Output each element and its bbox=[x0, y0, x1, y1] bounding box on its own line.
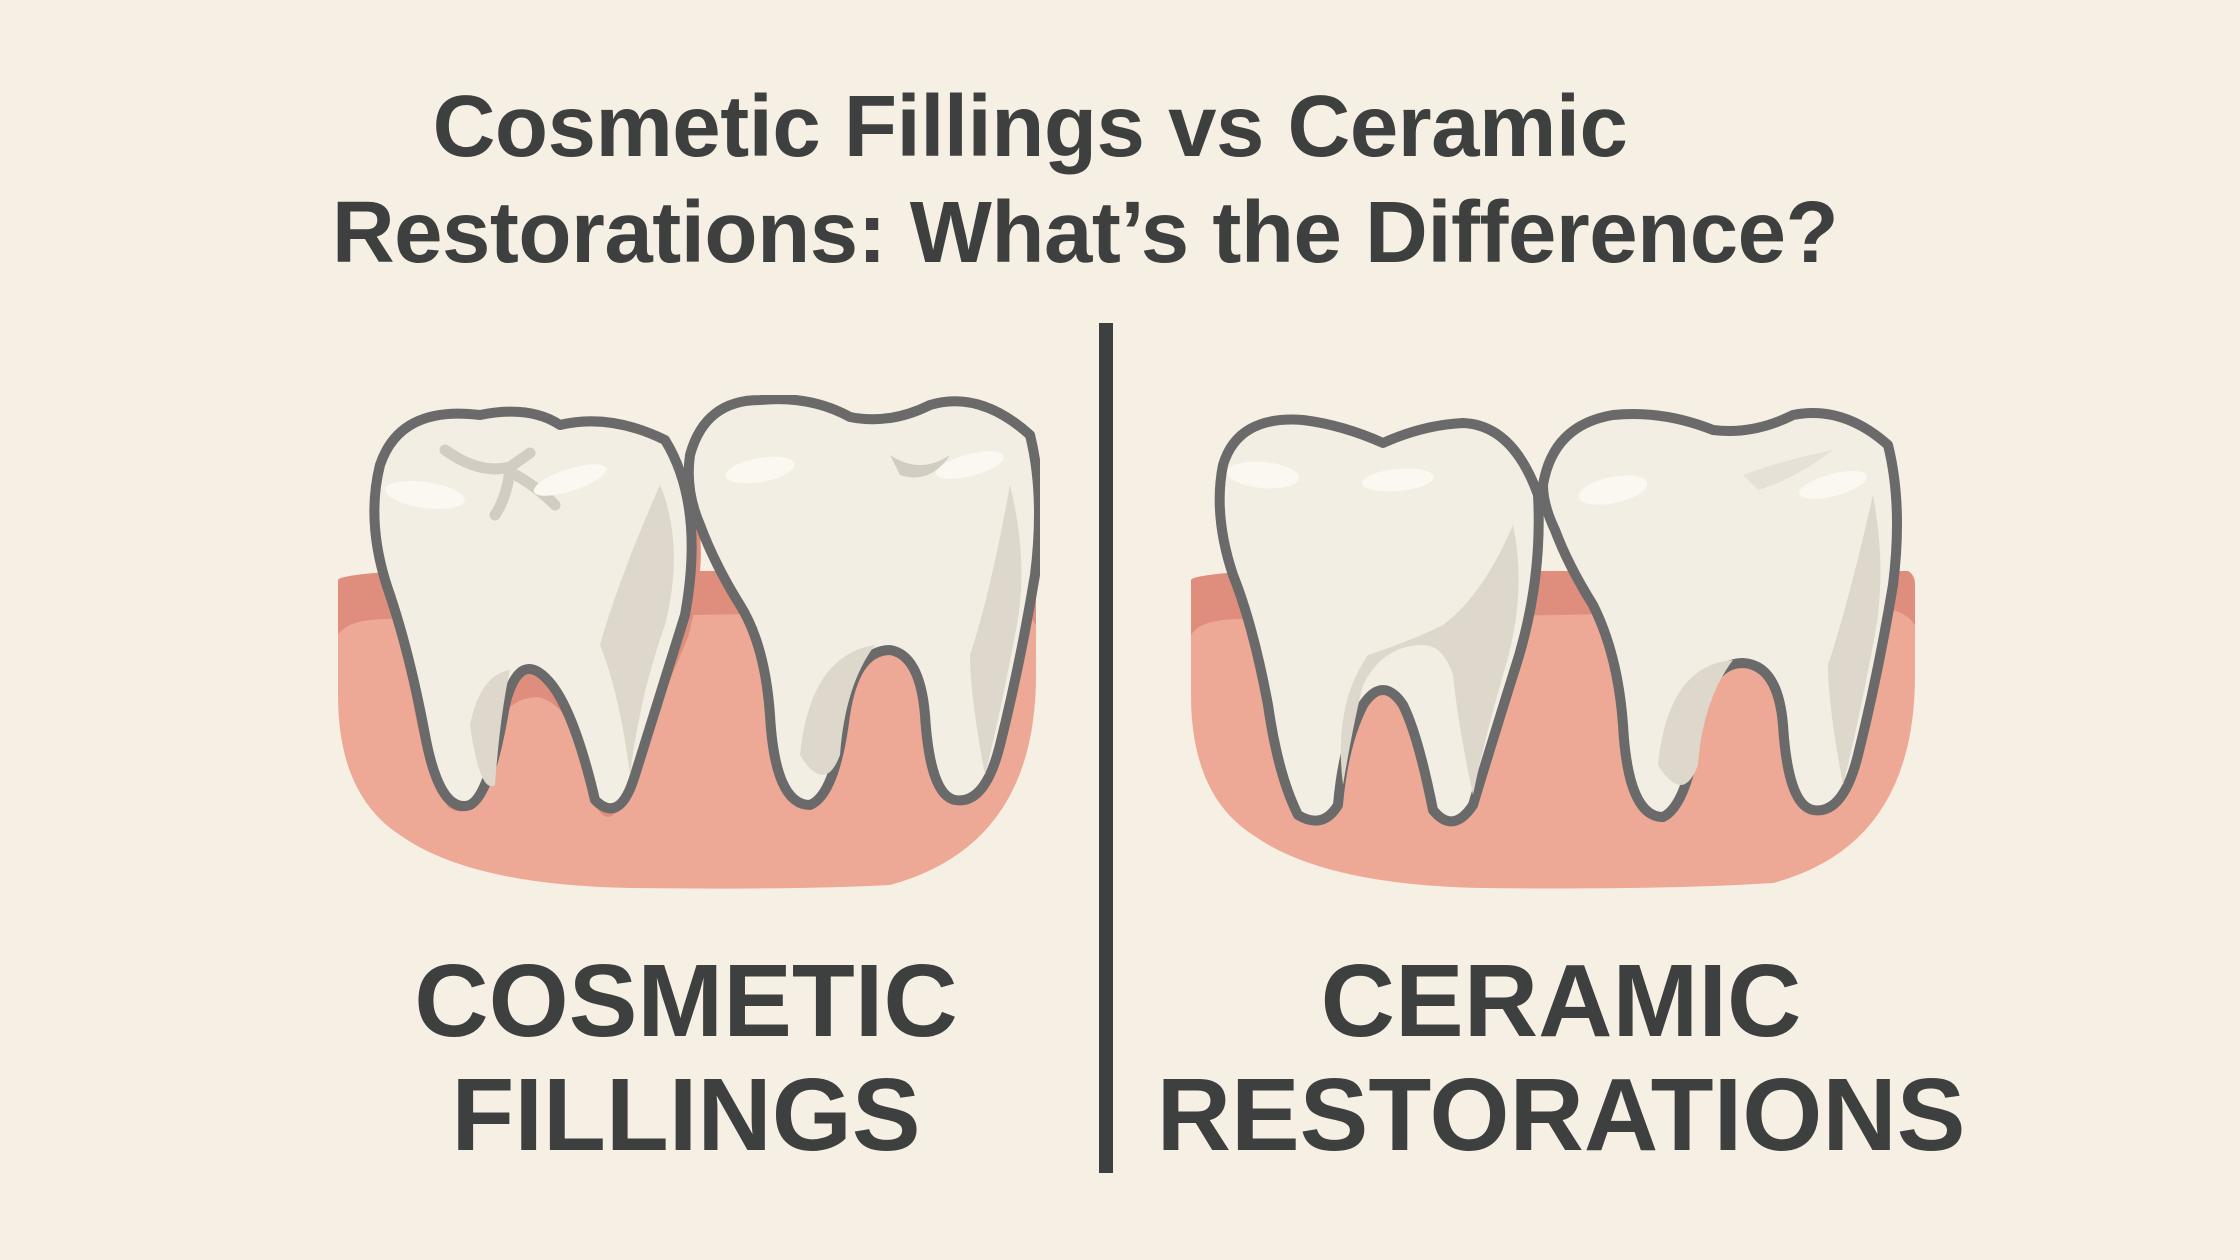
cosmetic-fillings-illustration bbox=[330, 395, 1040, 895]
label-line-2: FILLINGS bbox=[451, 1057, 921, 1172]
ceramic-restorations-illustration bbox=[1183, 405, 1923, 895]
panel-divider bbox=[1099, 323, 1113, 1173]
title-line-2: Restorations: What’s the Difference? bbox=[331, 184, 1839, 281]
label-line-1: CERAMIC bbox=[1320, 943, 1802, 1058]
cosmetic-fillings-label: COSMETIC FILLINGS bbox=[236, 944, 1136, 1172]
molar-pair-filled-icon bbox=[338, 395, 1040, 889]
label-line-1: COSMETIC bbox=[414, 943, 958, 1058]
title-line-1: Cosmetic Fillings vs Ceramic bbox=[432, 78, 1628, 175]
label-line-2: RESTORATIONS bbox=[1156, 1057, 1966, 1172]
ceramic-restorations-label: CERAMIC RESTORATIONS bbox=[1111, 944, 2011, 1172]
molar-pair-ceramic-icon bbox=[1191, 408, 1915, 889]
page-title: Cosmetic Fillings vs Ceramic Restoration… bbox=[0, 74, 2170, 286]
